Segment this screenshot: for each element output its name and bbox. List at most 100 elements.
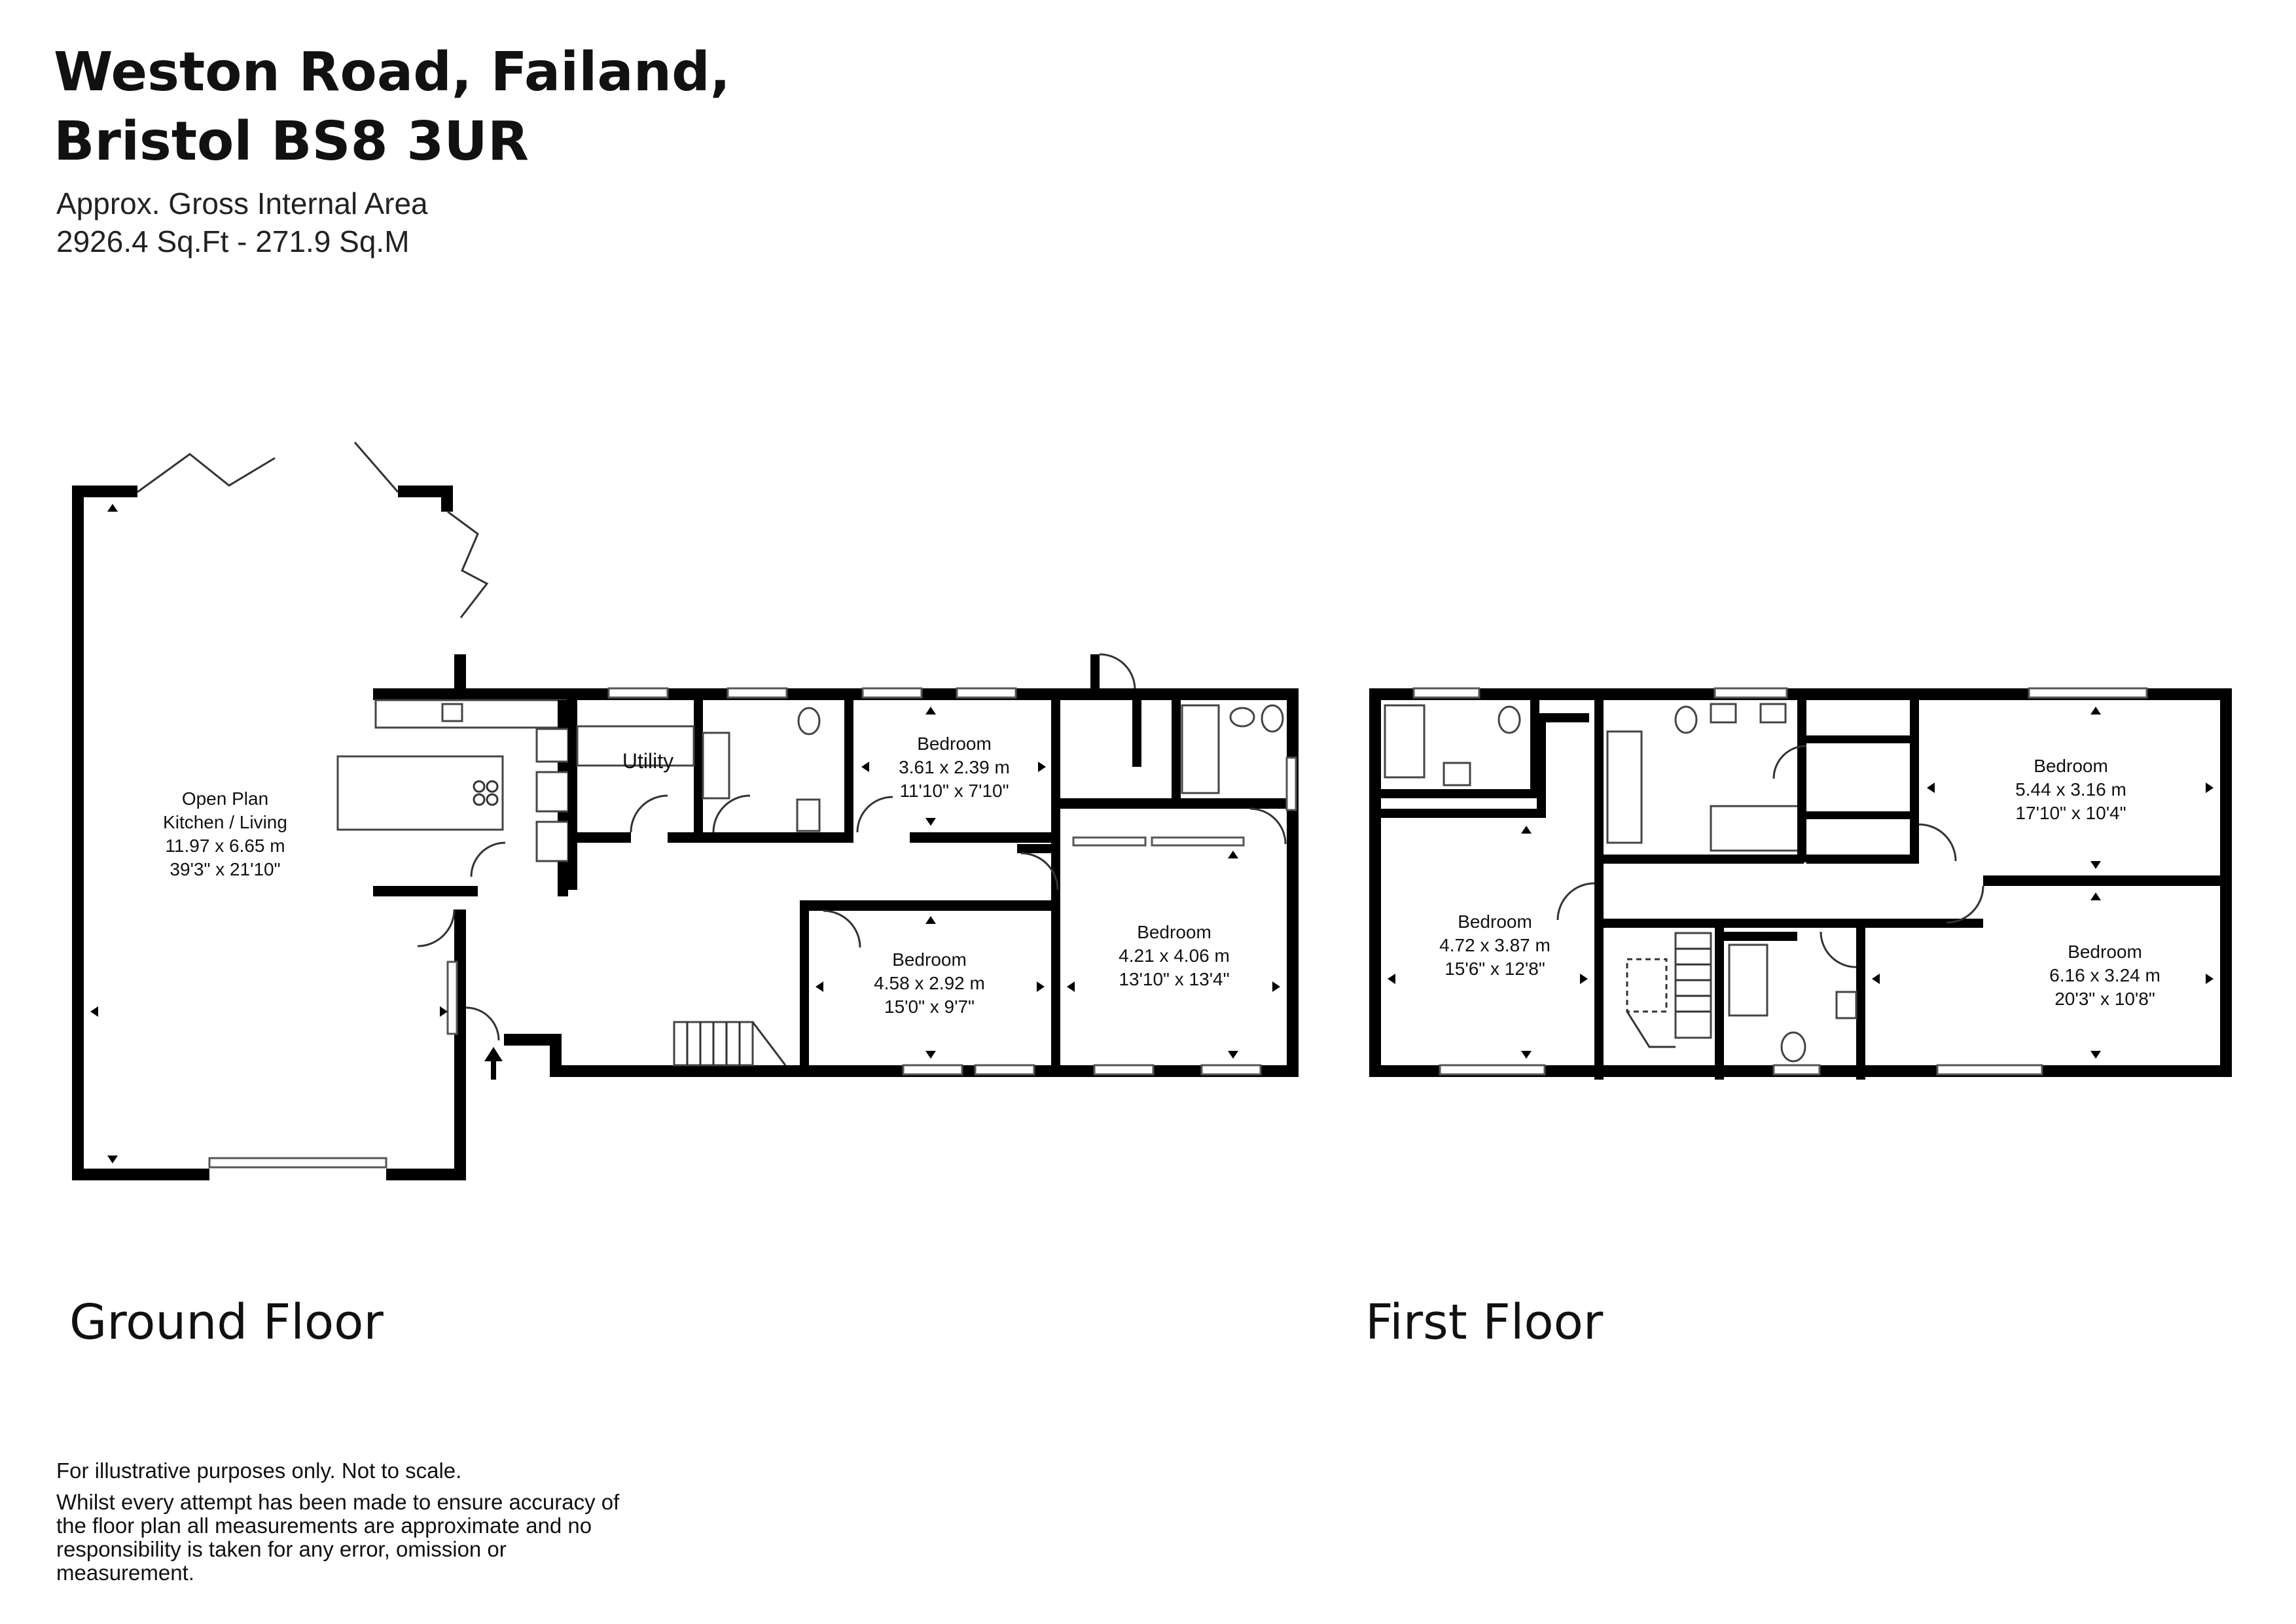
bedroom-top-name: Bedroom xyxy=(917,733,992,754)
window xyxy=(1412,687,1480,699)
door-swing xyxy=(712,794,751,833)
wall xyxy=(1369,688,2232,700)
kitchen-island xyxy=(336,755,504,831)
wall xyxy=(1090,654,1100,700)
door-swing xyxy=(1099,653,1136,690)
window xyxy=(2028,687,2148,699)
bedroom-bottom-right-imperial: 20'3" x 10'8" xyxy=(2054,989,2155,1009)
wall xyxy=(1594,919,1983,928)
wall xyxy=(386,1169,465,1180)
door-swing xyxy=(1772,745,1807,779)
open-plan-name: Open Plan xyxy=(182,788,268,809)
toilet-icon xyxy=(797,707,821,735)
door-swing xyxy=(856,796,893,833)
wall xyxy=(373,688,1299,700)
window xyxy=(861,687,923,699)
bedroom-right-metric: 4.21 x 4.06 m xyxy=(1119,945,1230,966)
wall xyxy=(766,832,844,843)
door-swing xyxy=(823,909,861,948)
bedroom-bottom-right-metric: 6.16 x 3.24 m xyxy=(2049,965,2161,985)
door-swing xyxy=(1820,931,1857,968)
door-swing xyxy=(470,841,506,877)
wall xyxy=(72,485,84,1179)
wall xyxy=(373,886,478,896)
utility-counter xyxy=(576,725,695,767)
wall xyxy=(568,700,577,890)
wall xyxy=(1017,844,1058,853)
shower-tray xyxy=(1728,944,1768,1017)
window xyxy=(446,961,458,1035)
window xyxy=(956,687,1017,699)
wall xyxy=(910,832,1060,843)
entrance-arrow-icon xyxy=(484,1047,503,1080)
window xyxy=(974,1064,1035,1076)
wall xyxy=(1537,713,1546,818)
bifold-door xyxy=(447,510,489,618)
bedroom-left-imperial: 15'6" x 12'8" xyxy=(1444,959,1545,979)
wall xyxy=(1594,855,1804,864)
toilet-icon xyxy=(1674,705,1698,734)
cupboard xyxy=(535,821,569,862)
staircase xyxy=(673,1021,787,1067)
wall xyxy=(454,909,466,1180)
door-swing xyxy=(1918,823,1957,862)
wall xyxy=(800,900,1060,911)
bathtub xyxy=(1606,730,1643,844)
bedroom-top-right-name: Bedroom xyxy=(2034,756,2108,776)
wall xyxy=(1715,928,1724,1080)
wall xyxy=(1381,789,1541,798)
window xyxy=(1285,756,1297,811)
bifold-door xyxy=(353,442,399,493)
window xyxy=(1772,1064,1821,1076)
address-line-2: Bristol BS8 3UR xyxy=(54,111,529,173)
bifold-door xyxy=(137,453,276,493)
wall xyxy=(800,900,809,1077)
basin-icon xyxy=(1229,707,1255,728)
open-plan-imperial: 39'3" x 21'10" xyxy=(170,859,280,879)
wall xyxy=(504,1034,562,1046)
wall xyxy=(1132,688,1141,767)
gross-internal-area: Approx. Gross Internal Area 2926.4 Sq.Ft… xyxy=(56,185,428,260)
wall xyxy=(1287,688,1299,1076)
utility-name: Utility xyxy=(622,749,673,773)
property-address-title: Weston Road, Failand, Bristol BS8 3UR xyxy=(54,38,730,177)
basin-icon xyxy=(1443,762,1471,786)
wall xyxy=(1983,875,2232,886)
wall xyxy=(398,485,453,497)
bedroom-right-imperial: 13'10" x 13'4" xyxy=(1119,969,1229,989)
disclaimer: For illustrative purposes only. Not to s… xyxy=(56,1459,645,1593)
cupboard xyxy=(535,728,569,763)
wall xyxy=(1381,809,1541,818)
sliding-door xyxy=(208,1157,387,1169)
window xyxy=(1093,1064,1155,1076)
basin-icon xyxy=(1835,991,1857,1019)
bedroom-mid-metric: 4.58 x 2.92 m xyxy=(874,973,985,993)
basin-icon xyxy=(1759,703,1787,724)
shower-tray xyxy=(1710,805,1800,852)
bedroom-top-right-metric: 5.44 x 3.16 m xyxy=(2015,779,2126,800)
wall xyxy=(1537,713,1589,722)
ground-floor-label: Ground Floor xyxy=(69,1294,384,1350)
front-door-swing xyxy=(465,1006,500,1041)
wall xyxy=(694,700,703,843)
window xyxy=(1936,1064,2043,1076)
toilet-icon xyxy=(1498,705,1521,734)
address-line-1: Weston Road, Failand, xyxy=(54,41,730,103)
door-swing xyxy=(630,794,668,833)
door-swing xyxy=(1020,852,1059,891)
area-label: Approx. Gross Internal Area xyxy=(56,186,428,221)
shower-tray xyxy=(1384,704,1426,779)
toilet-icon xyxy=(1780,1031,1806,1063)
shower-tray xyxy=(796,798,821,832)
wall xyxy=(1172,700,1181,809)
open-plan-name-2: Kitchen / Living xyxy=(163,812,287,832)
window xyxy=(607,687,669,699)
door-swing xyxy=(1556,882,1595,921)
window xyxy=(1439,1064,1546,1076)
shower-tray xyxy=(1181,704,1220,794)
sink-icon xyxy=(441,703,463,722)
wall xyxy=(1806,811,1911,819)
door-swing xyxy=(417,909,456,947)
bedroom-top-imperial: 11'10" x 7'10" xyxy=(899,781,1009,801)
area-value: 2926.4 Sq.Ft - 271.9 Sq.M xyxy=(56,224,410,258)
